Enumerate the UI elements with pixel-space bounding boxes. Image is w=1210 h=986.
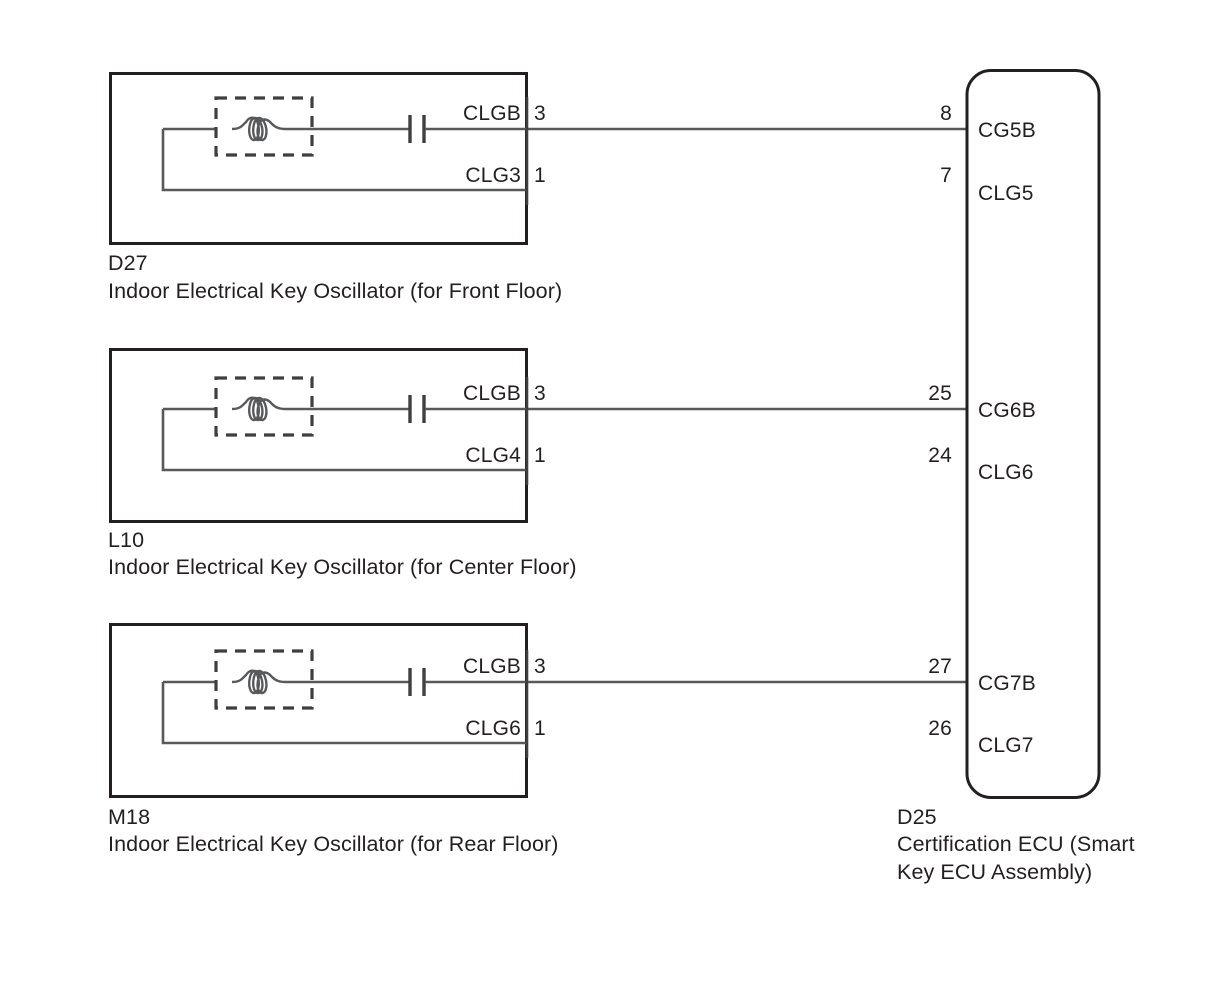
component-group-2 bbox=[109, 348, 966, 523]
ecu-name-line2: Key ECU Assembly) bbox=[897, 860, 1092, 884]
wire-internal-loop-2 bbox=[161, 409, 527, 472]
ecu-pin-signal-5: CLG7 bbox=[978, 734, 1034, 757]
dashed-shield-box-3 bbox=[214, 649, 314, 710]
ecu-pin-number-1: 7 bbox=[940, 164, 952, 187]
terminal-pin-3-1: 1 bbox=[534, 717, 546, 740]
component-code-2: L10 bbox=[108, 528, 144, 552]
terminal-signal-2-1: CLG4 bbox=[465, 444, 521, 467]
ecu-pin-number-4: 27 bbox=[928, 655, 952, 678]
ecu-code: D25 bbox=[897, 805, 937, 829]
dashed-shield-box-2 bbox=[214, 376, 314, 437]
terminal-pin-2-1: 1 bbox=[534, 444, 546, 467]
coil-antenna-icon-1 bbox=[231, 116, 287, 142]
wire-internal-loop-1 bbox=[161, 129, 527, 192]
coil-antenna-icon-3 bbox=[231, 669, 287, 695]
ecu-pin-signal-3: CLG6 bbox=[978, 461, 1034, 484]
ecu-pin-signal-2: CG6B bbox=[978, 399, 1036, 422]
terminal-signal-3-1: CLG6 bbox=[465, 717, 521, 740]
component-code-3: M18 bbox=[108, 805, 150, 829]
ecu-pin-number-2: 25 bbox=[928, 382, 952, 405]
terminal-pin-2-0: 3 bbox=[534, 382, 546, 405]
terminal-pin-1-1: 1 bbox=[534, 164, 546, 187]
component-code-1: D27 bbox=[108, 251, 148, 275]
terminal-pin-1-0: 3 bbox=[534, 102, 546, 125]
ecu-pin-number-3: 24 bbox=[928, 444, 952, 467]
ecu-pin-number-5: 26 bbox=[928, 717, 952, 740]
terminal-signal-3-0: CLGB bbox=[463, 655, 521, 678]
ecu-pin-signal-0: CG5B bbox=[978, 119, 1036, 142]
ecu-pin-signal-1: CLG5 bbox=[978, 182, 1034, 205]
coil-antenna-icon-2 bbox=[231, 396, 287, 422]
ecu-pin-number-0: 8 bbox=[940, 102, 952, 125]
ecu-box bbox=[965, 69, 1101, 799]
component-group-3 bbox=[109, 623, 966, 798]
terminal-signal-1-1: CLG3 bbox=[465, 164, 521, 187]
terminal-signal-2-0: CLGB bbox=[463, 382, 521, 405]
component-name-1: Indoor Electrical Key Oscillator (for Fr… bbox=[108, 279, 562, 303]
ecu-pin-signal-4: CG7B bbox=[978, 672, 1036, 695]
terminal-pin-3-0: 3 bbox=[534, 655, 546, 678]
component-group-1 bbox=[109, 72, 966, 245]
terminal-signal-1-0: CLGB bbox=[463, 102, 521, 125]
dashed-shield-box-1 bbox=[214, 96, 314, 157]
wire-internal-loop-3 bbox=[161, 682, 527, 745]
component-name-2: Indoor Electrical Key Oscillator (for Ce… bbox=[108, 555, 577, 579]
component-name-3: Indoor Electrical Key Oscillator (for Re… bbox=[108, 832, 559, 856]
ecu-name-line1: Certification ECU (Smart bbox=[897, 832, 1135, 856]
